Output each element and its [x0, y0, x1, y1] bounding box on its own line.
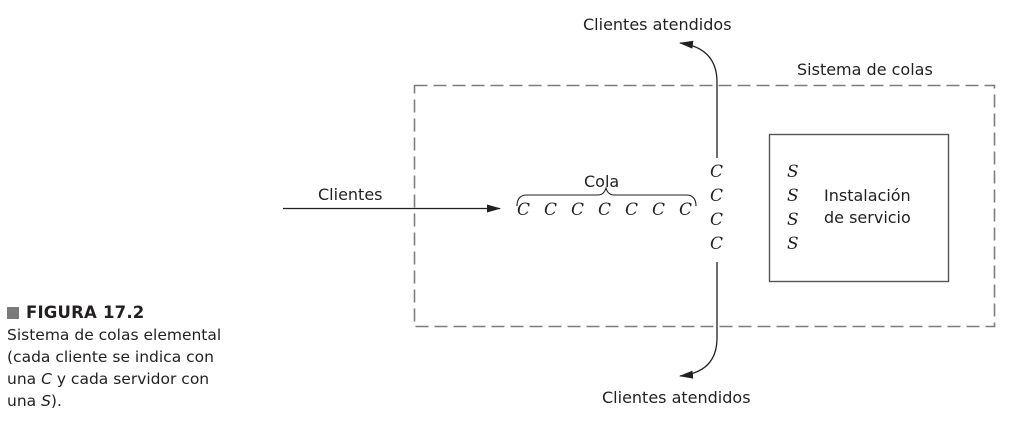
- served-bottom-label: Clientes atendidos: [602, 388, 751, 407]
- service-facility-label-line2: de servicio: [824, 208, 911, 227]
- caption-customer-symbol: C: [41, 370, 52, 388]
- caption-text-fragment: una: [7, 370, 42, 388]
- caption-text-fragment: y cada servidor con: [51, 370, 210, 388]
- queue-customers: C C C C C C C: [517, 200, 692, 220]
- queue-label: Cola: [584, 172, 619, 191]
- queue-customer: C: [544, 200, 557, 220]
- server: S: [787, 234, 799, 254]
- figure-title: FIGURA 17.2: [7, 302, 287, 324]
- queue-customer: C: [571, 200, 584, 220]
- service-facility-box: [768, 133, 950, 283]
- servers: S S S S: [787, 162, 799, 254]
- in-service-customer: C: [710, 210, 723, 230]
- queue-customer: C: [652, 200, 665, 220]
- queue-customer: C: [517, 200, 530, 220]
- in-service-customer: C: [710, 186, 723, 206]
- figure-label: FIGURA 17.2: [26, 303, 145, 322]
- served-top-label: Clientes atendidos: [583, 15, 732, 34]
- caption-text-fragment: ).: [50, 392, 62, 410]
- service-facility-label-line1: Instalación: [824, 186, 911, 205]
- queue-customer: C: [625, 200, 638, 220]
- queue-customer: C: [598, 200, 611, 220]
- arrivals-label: Clientes: [318, 185, 383, 204]
- caption-text: Sistema de colas elemental (cada cliente…: [7, 324, 287, 412]
- in-service-customer: C: [710, 162, 723, 182]
- system-label: Sistema de colas: [797, 60, 933, 79]
- server: S: [787, 162, 799, 182]
- queue-customer: C: [679, 200, 692, 220]
- caption-line: una S).: [7, 390, 287, 412]
- queueing-system-boundary: [413, 84, 996, 328]
- served-exit-top-arrow: [679, 40, 718, 158]
- figure-caption: FIGURA 17.2 Sistema de colas elemental (…: [7, 302, 287, 412]
- server: S: [787, 210, 799, 230]
- caption-line: Sistema de colas elemental: [7, 326, 222, 344]
- queue-brace: [516, 186, 697, 207]
- caption-server-symbol: S: [41, 392, 51, 410]
- in-service-customer: C: [710, 234, 723, 254]
- served-exit-bottom-arrow: [679, 262, 718, 379]
- server: S: [787, 186, 799, 206]
- caption-line: una C y cada servidor con: [7, 368, 287, 390]
- square-bullet-icon: [7, 307, 19, 319]
- in-service-customers: C C C C: [710, 162, 723, 254]
- caption-text-fragment: una: [7, 392, 42, 410]
- caption-line: (cada cliente se indica con: [7, 348, 214, 366]
